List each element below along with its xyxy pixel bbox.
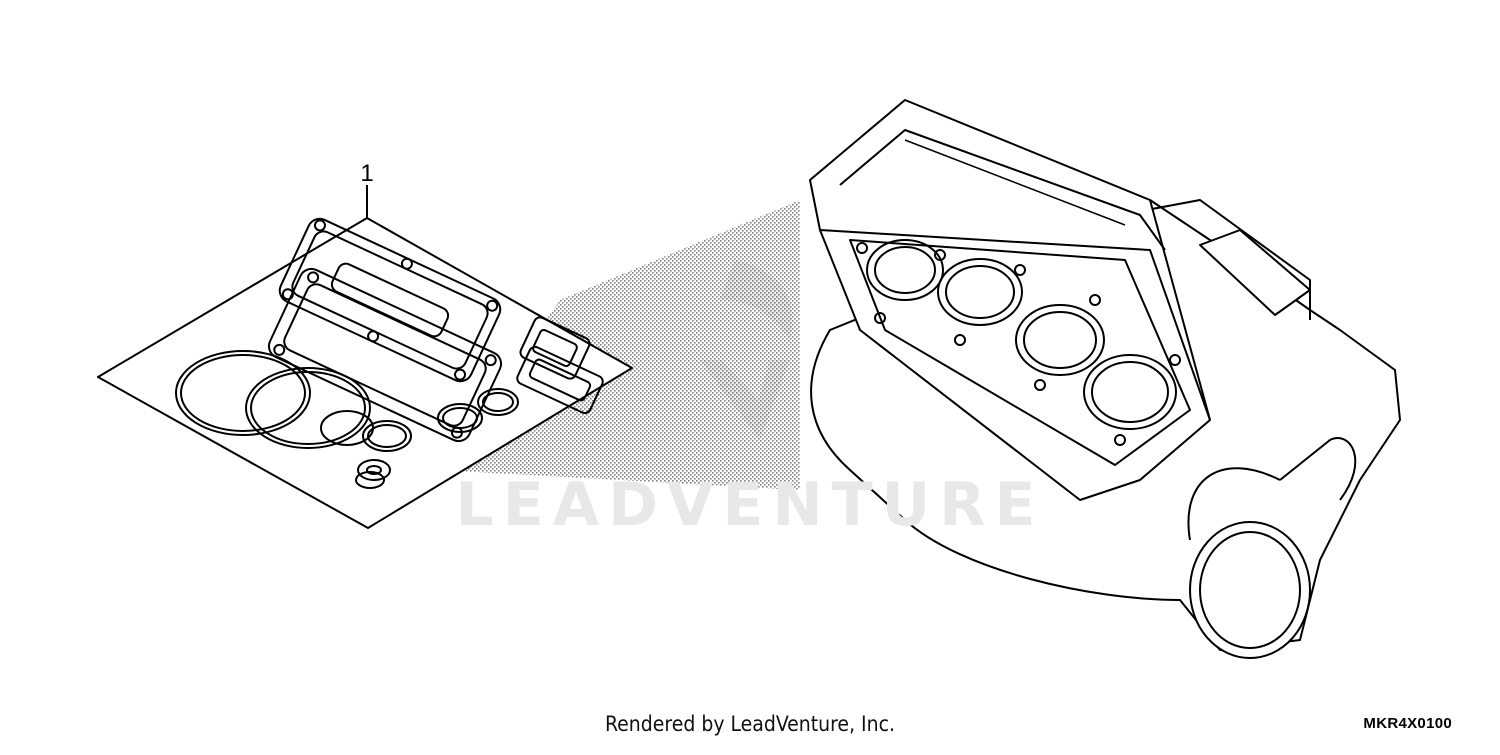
diagram-code: MKR4X0100 [1363,715,1452,732]
engine-block-icon [809,99,1401,659]
gasket-kit-icon [97,190,633,529]
watermark-text: LEADVENTURE [455,470,1045,540]
callout-number-1[interactable]: 1 [360,160,374,187]
rendered-by-text: Rendered by LeadVenture, Inc. [605,712,895,736]
